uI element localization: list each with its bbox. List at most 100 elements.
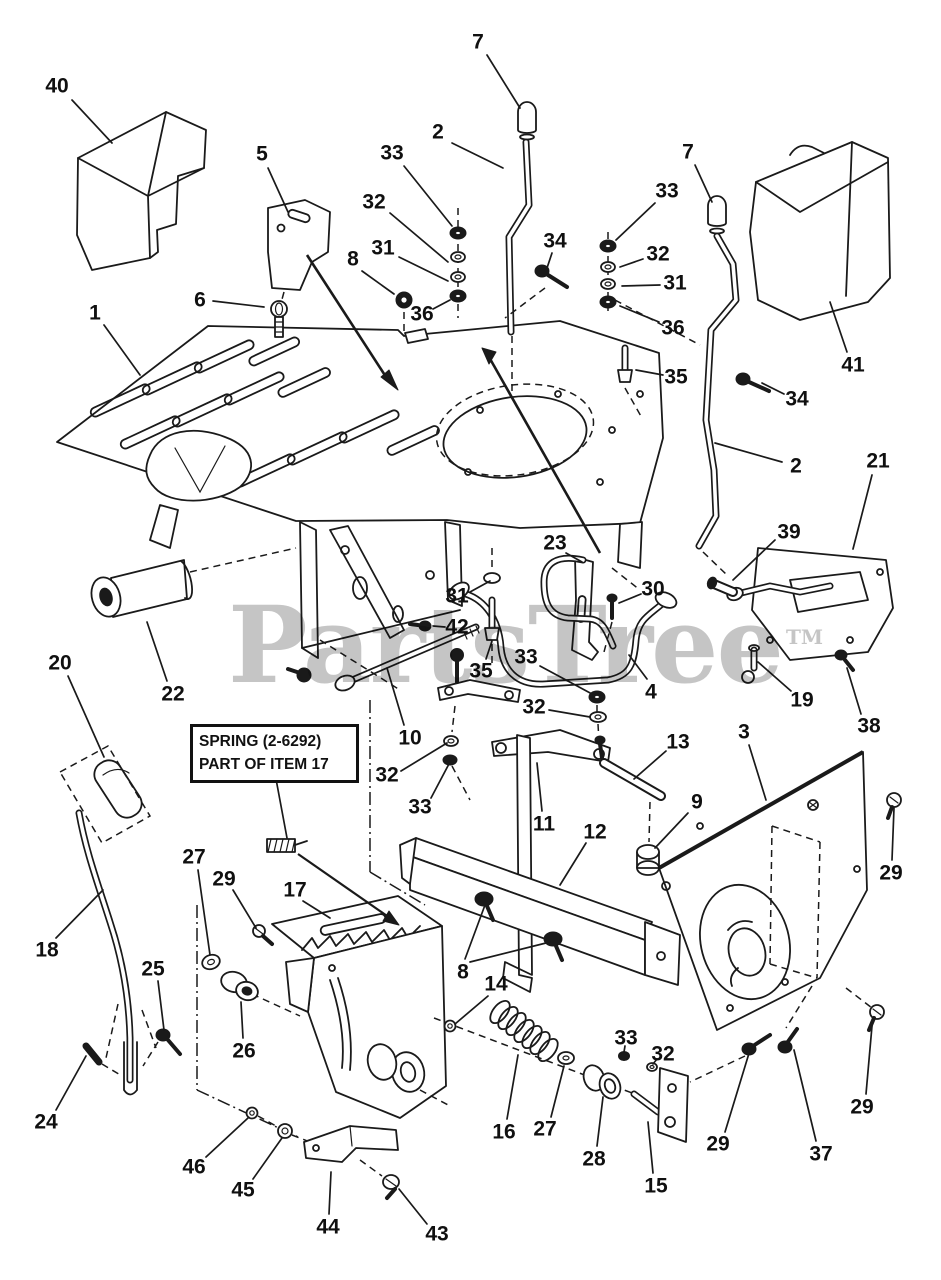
part-35-bolt-center-drawing [483, 548, 501, 666]
part-24-pin-drawing [82, 1042, 123, 1077]
leader-line [548, 709, 591, 718]
part-13-link-drawing [594, 735, 666, 843]
leader-line [400, 742, 448, 772]
part-label: 29 [706, 1133, 729, 1156]
leader-line [252, 1137, 283, 1180]
leader-line [430, 761, 451, 799]
leader-line [432, 299, 451, 310]
part-3-side-plate-drawing [658, 750, 873, 1083]
leader-line [619, 305, 660, 323]
leader-line [302, 900, 331, 919]
part-label: 32 [362, 191, 385, 214]
part-label: 31 [371, 237, 395, 260]
part-label: 7 [682, 141, 694, 164]
part-label: 36 [410, 303, 433, 326]
part-39-roller-drawing [706, 576, 738, 597]
part-label: 18 [35, 939, 59, 962]
leader-line [389, 212, 449, 263]
part-label: 31 [445, 585, 469, 608]
leader-line [565, 552, 583, 563]
callout-spring-drawing [266, 838, 308, 853]
part-label: 20 [48, 652, 71, 675]
part-label: 16 [492, 1121, 515, 1144]
leader-line [621, 284, 661, 287]
leader-line [197, 869, 211, 956]
leader-line [757, 661, 792, 692]
part-17-pedal-drawing [196, 700, 451, 1138]
leader-line [486, 54, 521, 109]
part-label: 38 [857, 715, 881, 738]
part-label: 46 [182, 1156, 205, 1179]
part-label: 12 [583, 821, 606, 844]
part-label: 21 [866, 450, 890, 473]
part-label: 5 [256, 143, 268, 166]
part-21-bracket-drawing [726, 547, 894, 661]
leader-line [732, 539, 776, 581]
part-label: 33 [380, 142, 403, 165]
part-label: 19 [790, 689, 813, 712]
part-label: 17 [283, 879, 306, 902]
part-44-group-drawing [245, 1106, 400, 1200]
part-label: 39 [777, 521, 800, 544]
part-label: 29 [850, 1096, 873, 1119]
part-38-screw-drawing [834, 649, 855, 672]
leader-line [546, 252, 553, 269]
part-label: 25 [141, 958, 165, 981]
leader-line [398, 1188, 428, 1225]
part-label: 32 [651, 1043, 674, 1066]
part-label: 11 [533, 813, 556, 836]
part-label: 35 [664, 366, 688, 389]
leader-line [212, 300, 265, 308]
part-4-rod-drawing [448, 581, 678, 688]
part-label: 13 [666, 731, 689, 754]
spring-note-line1: SPRING (2-6292) [199, 733, 322, 750]
leader-line [647, 1121, 654, 1174]
part-label: 40 [45, 75, 68, 98]
leader-line [451, 142, 504, 169]
bottom-right-bolts-drawing [741, 792, 902, 1056]
part-label: 27 [533, 1118, 556, 1141]
leader-line [506, 1054, 519, 1120]
part-label: 45 [231, 1179, 255, 1202]
part-30-bolt-drawing [603, 593, 618, 653]
spring-note-line2: PART OF ITEM 17 [199, 756, 329, 773]
part-label: 3 [738, 721, 750, 744]
part-label: 23 [543, 532, 566, 555]
part-42-screw-drawing [408, 620, 432, 632]
part-25-bolt-drawing [142, 1028, 182, 1067]
leader-line [398, 256, 449, 282]
leader-line [157, 980, 165, 1031]
part-label: 8 [457, 961, 469, 984]
part-label: 33 [514, 646, 537, 669]
leader-line [852, 474, 873, 550]
part-label: 30 [641, 578, 664, 601]
leader-line [635, 369, 664, 376]
leader-line [714, 442, 783, 463]
leader-line [55, 889, 104, 939]
hardware-stacks-top-drawing [395, 208, 771, 419]
leader-line [628, 654, 648, 680]
leader-line [232, 889, 257, 929]
part-label: 31 [663, 272, 687, 295]
leader-line [454, 995, 489, 1025]
part-label: 1 [89, 302, 101, 325]
part-label: 9 [691, 791, 703, 814]
part-label: 22 [161, 683, 184, 706]
part-label: 41 [841, 354, 865, 377]
part-label: 33 [408, 796, 431, 819]
part-9-bushing-drawing [636, 844, 660, 876]
part-label: 34 [543, 230, 567, 253]
part-19-pin-drawing [741, 644, 760, 684]
leader-line [615, 202, 656, 241]
part-40-cover-drawing [76, 111, 207, 271]
leader-line [654, 812, 689, 849]
leader-line [694, 164, 713, 203]
part-label: 43 [425, 1223, 448, 1246]
part-label: 8 [347, 248, 359, 271]
part-label: 26 [232, 1040, 255, 1063]
part-label: 2 [790, 455, 802, 478]
part-label: 7 [472, 31, 484, 54]
leader-line [469, 580, 491, 593]
